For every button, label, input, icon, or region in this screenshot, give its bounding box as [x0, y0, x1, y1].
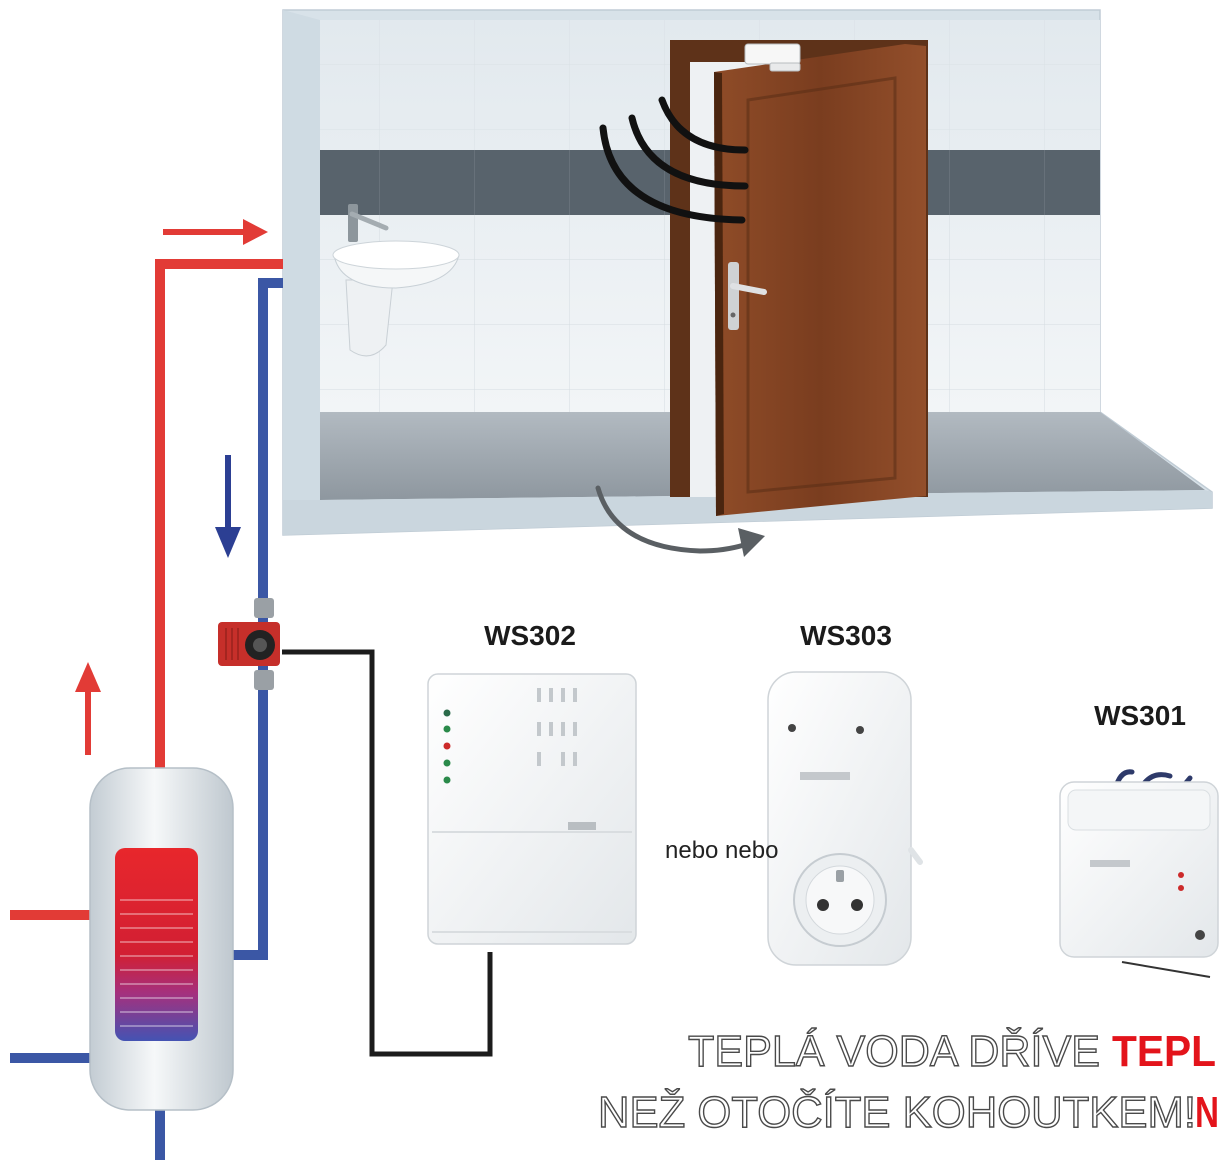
sink-pedestal [345, 279, 394, 357]
pump-fitting-bottom [254, 670, 274, 690]
door-sensor [744, 43, 801, 65]
hot-flow-arrow-up-icon [75, 662, 101, 755]
signal-wave-inner [658, 96, 749, 154]
faucet-spout [349, 211, 389, 231]
slogan-line2-red: N [1195, 1088, 1219, 1137]
slogan-line1-red: TEPL [1112, 1027, 1216, 1076]
ws303-device [767, 671, 923, 966]
power-socket-icon [793, 853, 887, 947]
ws301-terminal [1195, 930, 1205, 940]
boiler-hot-inlet-pipe [10, 910, 92, 920]
signal-wave-middle [628, 114, 749, 190]
ws302-led [443, 776, 451, 784]
slogan-line2: NEŽ OTOČÍTE KOHOUTKEM! [598, 1087, 1196, 1137]
ws301-device [1059, 769, 1219, 978]
door-sensor-magnet [769, 62, 801, 72]
ws302-body [427, 673, 637, 945]
water-heater-tank [89, 767, 234, 1111]
ws302-led [443, 725, 451, 733]
door-handle-plate [728, 262, 739, 330]
door-panel-inset [746, 76, 897, 494]
alternative-separator: nebo nebo [665, 837, 778, 864]
ws301-label: WS301 [1094, 700, 1186, 731]
ws302-led [443, 709, 451, 717]
left-side-wall [283, 10, 320, 535]
door-swing-arrow-icon [595, 485, 765, 557]
slogan: TEPLÁ VODA DŘÍVE TEPL NEŽ OTOČÍTE KOHOUT… [597, 1026, 1219, 1137]
signal-wave-outer [599, 124, 746, 224]
ws301-badge [1090, 860, 1130, 867]
sink-rim [332, 240, 460, 270]
circulation-pump [218, 598, 280, 690]
ws302-label: WS302 [484, 620, 576, 651]
ws303-badge [800, 772, 850, 780]
ws303-label: WS303 [800, 620, 892, 651]
ws302-leds [443, 709, 451, 784]
ws303-side-plug [908, 847, 923, 865]
keyhole [730, 312, 736, 318]
faucet [348, 204, 358, 242]
pump-fitting-top [254, 598, 274, 618]
bathroom-scene [282, 9, 1213, 557]
return-flow-arrow-down-icon [215, 455, 241, 558]
washbasin [332, 204, 460, 357]
ws303-indicator [788, 724, 796, 732]
ws302-led [443, 742, 451, 750]
hot-flow-arrow-right-icon [163, 219, 268, 245]
ws301-led [1178, 872, 1184, 878]
ws302-vents [537, 688, 577, 766]
ws301-led [1178, 885, 1184, 891]
heating-coil [120, 899, 193, 1027]
door-leaf [714, 44, 926, 516]
ws303-indicator [856, 726, 864, 734]
ws302-badge [568, 822, 596, 830]
heating-coil-window [115, 848, 198, 1041]
ws301-antenna [1121, 961, 1211, 978]
signal-waves-icon [599, 96, 749, 224]
ws302-device [427, 673, 637, 945]
slogan-line1: TEPLÁ VODA DŘÍVE [688, 1027, 1100, 1076]
hot-water-pipe [10, 259, 283, 920]
boiler-bottom-pipe [155, 1108, 165, 1160]
control-wire [282, 649, 493, 1057]
boiler-cold-inlet-pipe [10, 1053, 92, 1063]
door-handle-lever [730, 283, 767, 295]
ws302-led [443, 759, 451, 767]
door [670, 40, 928, 516]
